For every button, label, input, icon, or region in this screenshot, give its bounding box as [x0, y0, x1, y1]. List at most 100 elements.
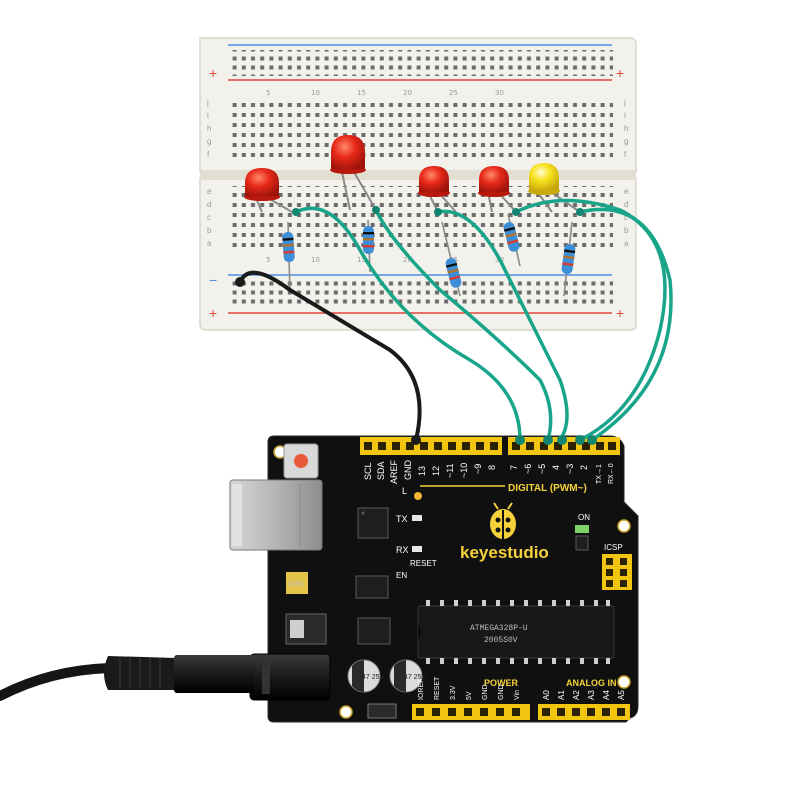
column-number-5: 5	[266, 89, 270, 97]
pin-label-13: 13	[417, 466, 427, 476]
analog-header	[538, 704, 630, 720]
bottom-rail-holes	[228, 281, 613, 307]
reset-button	[283, 443, 319, 479]
row-letter-g-left: g	[207, 137, 211, 146]
bottom-rail-plus-left: +	[209, 305, 217, 321]
usb-b-connector	[229, 479, 323, 551]
analog-pin-labels: A0 A1 A2 A3 A4 A5	[542, 690, 626, 700]
mount-hole-2	[617, 519, 631, 533]
chip-line-2: 2005S0V	[484, 636, 518, 645]
pin-label-6: ~6	[523, 464, 533, 474]
column-number-20: 20	[403, 89, 412, 97]
power-pin-labels: IOREF RESET 3.3V 5V GND GND Vin	[418, 676, 521, 700]
pin-label-a1: A1	[557, 690, 566, 700]
pin-label-8: 8	[487, 465, 497, 470]
voltage-regulator: 1805	[286, 572, 308, 594]
row-letter-b-left: b	[207, 226, 212, 235]
tx-led	[412, 515, 422, 521]
pin-label-5: ~5	[537, 464, 547, 474]
column-number-30: 30	[495, 89, 504, 97]
resistor-4	[503, 213, 521, 267]
rx-led	[412, 546, 422, 552]
power-switch	[367, 703, 397, 719]
pin-label-3v3: 3.3V	[450, 685, 457, 700]
column-number-15: 15	[357, 89, 366, 97]
row-letter-a-left: a	[207, 239, 212, 248]
capacitor-1-label: 47 25V	[362, 674, 385, 681]
row-letter-g-right: g	[624, 137, 628, 146]
digital-pin-labels: SCL SDA AREF GND 13 12 ~11 ~10 ~9 8 7 ~6…	[363, 459, 615, 484]
column-number-25: 25	[449, 89, 458, 97]
analog-in-label: ANALOG IN	[566, 678, 617, 688]
row-letter-b-right: b	[624, 226, 629, 235]
pin-label-gnd-1: GND	[482, 684, 489, 700]
row-letter-d-right: d	[624, 200, 628, 209]
icsp-header	[602, 554, 632, 590]
digital-pwm-label: DIGITAL (PWM~)	[508, 483, 587, 494]
brand-wordmark: keyestudio	[460, 543, 549, 562]
green-wire-1	[294, 206, 522, 442]
smd-regulator	[285, 613, 327, 645]
mount-hole-3	[617, 675, 631, 689]
led-red-2	[330, 135, 366, 174]
upper-terminal-holes	[228, 98, 613, 162]
row-letter-j-left: j	[206, 98, 209, 107]
jumper-wires	[235, 198, 673, 445]
pin-label-tx1: TX→1	[596, 464, 603, 484]
pin-label-3: ~3	[565, 464, 575, 474]
pin-label-gnd: GND	[403, 460, 413, 481]
pin-label-2: 2	[579, 465, 589, 470]
upper-column-numbers: 5 10 15 20 25 30	[266, 89, 504, 97]
pin-label-aref: AREF	[389, 459, 399, 484]
green-wire-3	[436, 209, 569, 442]
green-wire-5	[578, 207, 673, 442]
top-rail-holes	[228, 50, 613, 76]
led-red-1	[244, 168, 280, 201]
lower-column-number-15: 15	[357, 256, 366, 264]
mount-hole-4	[339, 705, 353, 719]
row-letter-e-left: e	[207, 187, 212, 196]
column-number-10: 10	[311, 89, 320, 97]
pin-label-a5: A5	[617, 690, 626, 700]
row-letter-a-right: a	[624, 239, 629, 248]
regulator-label: 1805	[287, 581, 304, 589]
pin-label-reset-pwr: RESET	[434, 676, 441, 700]
keyestudio-logo: keyestudio	[460, 502, 549, 562]
pin-label-ioref: IOREF	[418, 679, 425, 700]
on-led-holder	[575, 535, 589, 551]
lower-row-letters: e d c b a e d c b a	[207, 187, 629, 248]
resistors	[282, 213, 576, 297]
lower-column-number-10: 10	[311, 256, 320, 264]
en-label: EN	[396, 571, 407, 580]
row-letter-f-right: f	[624, 150, 627, 159]
on-label: ON	[578, 513, 590, 522]
pin-label-sda: SDA	[376, 461, 386, 480]
pin-label-rx0: RX←0	[608, 463, 615, 484]
row-letter-f-left: f	[207, 150, 210, 159]
bottom-rail-minus-left: −	[209, 272, 217, 288]
green-wire-2	[374, 208, 553, 442]
row-letter-h-right: h	[624, 124, 628, 133]
row-letter-c-left: c	[207, 213, 211, 222]
row-letter-h-left: h	[207, 124, 211, 133]
crystal-chip	[355, 575, 389, 599]
resistor-5	[561, 221, 576, 297]
top-rail-plus-right: +	[616, 65, 624, 81]
row-letter-c-right: c	[624, 213, 628, 222]
capacitor-1: 47 25V	[347, 659, 385, 693]
chip-line-1: ATMEGA328P-U	[470, 624, 528, 633]
l-led-indicator	[414, 492, 422, 500]
dc-power-cable	[0, 655, 254, 701]
pin-label-10: ~10	[459, 463, 469, 478]
atmega-chip: ATMEGA328P-U 2005S0V	[417, 600, 615, 664]
reset-label: RESET	[410, 559, 437, 568]
top-rail-plus-left: +	[209, 65, 217, 81]
power-label: POWER	[484, 678, 519, 688]
pin-label-4: 4	[551, 465, 561, 470]
row-letter-j-right: j	[623, 98, 626, 107]
pin-label-a2: A2	[572, 690, 581, 700]
pin-label-11: ~11	[445, 463, 455, 478]
capacitor-2: 47 25V	[389, 659, 427, 693]
tx-label: TX	[396, 514, 408, 524]
pin-label-gnd-2: GND	[498, 684, 505, 700]
